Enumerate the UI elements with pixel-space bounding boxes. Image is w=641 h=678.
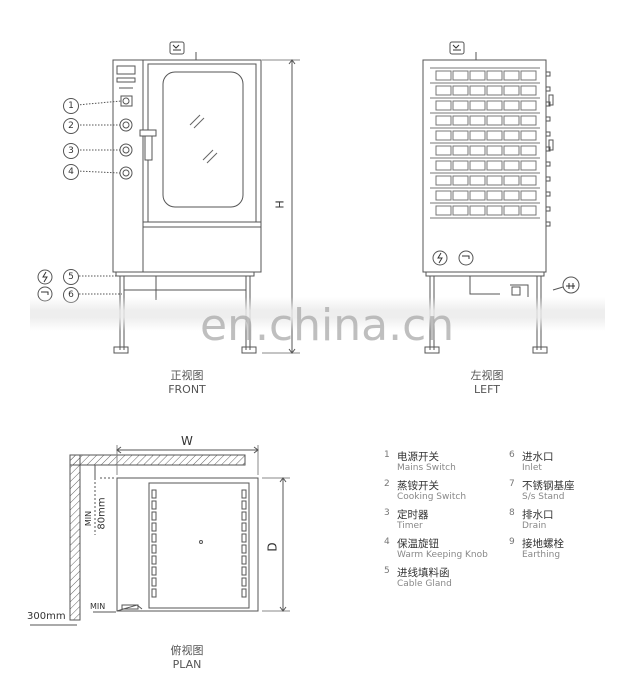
front-caption-en: FRONT	[168, 383, 206, 396]
plan-caption-en: PLAN	[172, 658, 202, 671]
plan-view	[30, 445, 290, 626]
depth-label: D	[265, 542, 280, 552]
oven-door	[147, 63, 257, 223]
plan-cabinet	[116, 477, 259, 612]
back-wall	[69, 454, 246, 466]
height-label: H	[273, 200, 287, 209]
cooking-switch-knob	[119, 118, 133, 132]
min-bottom-label: MIN	[90, 602, 106, 611]
mains-switch	[122, 97, 130, 105]
ss-stand-left	[425, 271, 545, 277]
front-caption: 正视图 FRONT	[127, 369, 247, 397]
ss-stand-front	[115, 271, 255, 277]
warm-keeping-knob	[119, 166, 133, 180]
electric-hazard-icon	[37, 269, 53, 285]
left-view	[422, 41, 580, 354]
clearance-side-label: 300mm	[27, 611, 66, 622]
clearance-back-label: 80mm	[96, 497, 108, 530]
callout-1: 1	[63, 98, 79, 114]
width-label: W	[181, 434, 193, 448]
left-caption: 左视图 LEFT	[427, 369, 547, 397]
timer-knob	[119, 143, 133, 157]
callout-3: 3	[63, 143, 79, 159]
plan-caption-zh: 俯视图	[170, 644, 204, 657]
callout-2: 2	[63, 118, 79, 134]
plan-caption: 俯视图 PLAN	[127, 644, 247, 672]
front-cabinet	[112, 59, 262, 273]
electric-icon-left	[432, 250, 448, 266]
callout-5: 5	[63, 269, 79, 285]
watermark: en.china.cn	[200, 300, 455, 351]
water-inlet-icon-front	[169, 41, 197, 60]
left-caption-zh: 左视图	[470, 369, 504, 382]
water-inlet-icon-left	[449, 41, 477, 60]
front-caption-zh: 正视图	[170, 369, 204, 382]
watermark-band	[30, 297, 605, 331]
door-handle	[139, 129, 157, 137]
min-top-label: MIN	[84, 510, 94, 527]
left-caption-en: LEFT	[474, 383, 500, 396]
front-view	[37, 41, 300, 354]
water-icon-left	[458, 250, 474, 266]
side-wall	[69, 454, 81, 621]
drain-icon	[552, 276, 580, 294]
callout-4: 4	[63, 164, 79, 180]
